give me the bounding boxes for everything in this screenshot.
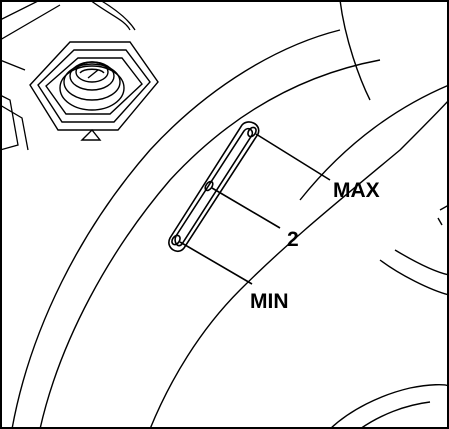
engine-housing xyxy=(0,0,136,151)
level-window xyxy=(168,121,260,253)
min-label: MIN xyxy=(250,290,289,313)
min-leader-line xyxy=(179,241,253,285)
max-leader-line xyxy=(255,133,331,181)
fuel-cap xyxy=(29,41,159,141)
level-marker-label: 2 xyxy=(287,228,299,251)
leader-lines xyxy=(179,133,331,285)
level-leader-line xyxy=(211,187,281,229)
tank-body xyxy=(11,0,449,429)
max-label: MAX xyxy=(333,179,380,202)
